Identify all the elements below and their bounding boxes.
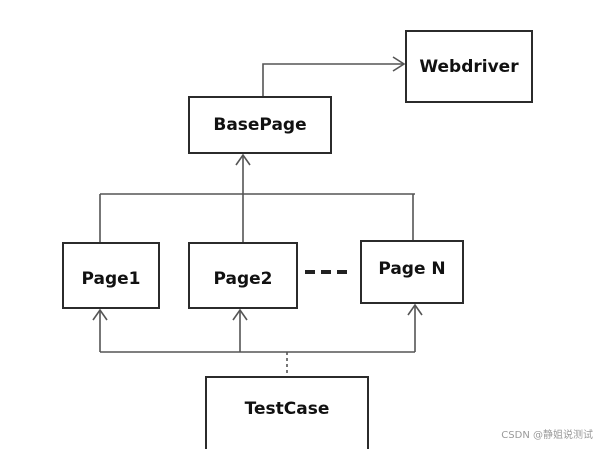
basepage-node: BasePage [188, 96, 332, 154]
page2-node: Page2 [188, 242, 298, 309]
testcase-node: TestCase [205, 376, 369, 449]
edge-basepage-webdriver [262, 63, 403, 96]
pagen-label: Page N [378, 259, 446, 279]
page1-node: Page1 [62, 242, 160, 309]
webdriver-label: Webdriver [419, 56, 519, 77]
arrowhead-basepage [235, 153, 251, 166]
pagen-node: Page N [360, 240, 464, 304]
ellipsis-dashes [305, 270, 347, 274]
testcase-label: TestCase [244, 398, 330, 419]
webdriver-node: Webdriver [405, 30, 533, 103]
watermark: CSDN @静姐说测试 [501, 430, 593, 441]
page2-label: Page2 [213, 268, 273, 289]
arrowhead-pagen [407, 303, 423, 316]
arrowhead-page2 [232, 308, 248, 321]
basepage-label: BasePage [213, 115, 307, 135]
arrowhead-webdriver [392, 56, 406, 72]
arrowhead-page1 [92, 308, 108, 321]
page1-label: Page1 [81, 268, 141, 289]
